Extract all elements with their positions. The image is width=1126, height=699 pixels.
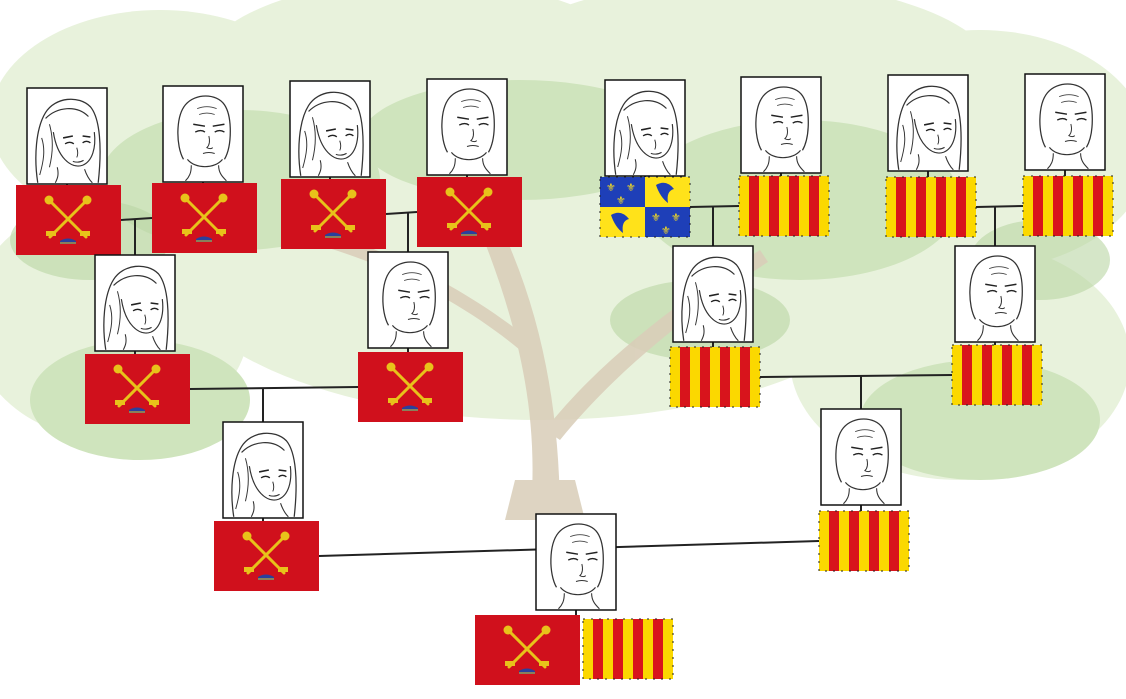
woman-face-icon xyxy=(224,423,302,517)
person-p9 xyxy=(85,254,190,424)
union-line-p7-p8 xyxy=(975,205,1024,208)
aragon-flag xyxy=(952,345,1042,405)
person-p14 xyxy=(818,408,910,572)
aragon-flag xyxy=(819,511,909,571)
person-p15 xyxy=(475,513,674,685)
person-p12 xyxy=(951,245,1043,406)
flag-border xyxy=(1022,175,1114,237)
flag-border xyxy=(818,510,910,572)
man-face-icon xyxy=(956,247,1034,341)
relationship-lines xyxy=(120,205,1024,557)
flag-border xyxy=(951,344,1043,406)
woman-face-icon xyxy=(28,89,106,183)
papal-keys-flag xyxy=(16,185,121,255)
person-p7 xyxy=(885,74,977,238)
flag-border xyxy=(885,176,977,238)
person-p8 xyxy=(1022,73,1114,237)
papal-keys-flag xyxy=(214,521,319,591)
union-line-p3-p4 xyxy=(385,211,418,215)
papal-keys-flag xyxy=(85,354,190,424)
union-line-p1-p2 xyxy=(120,217,153,221)
papal-keys-flag xyxy=(281,179,386,249)
woman-face-icon xyxy=(291,82,369,176)
person-p10 xyxy=(358,251,463,422)
flag-border xyxy=(582,618,674,680)
person-p3 xyxy=(281,80,386,249)
flag-border xyxy=(738,175,830,237)
person-p11 xyxy=(669,245,761,408)
person-nodes xyxy=(16,73,1114,685)
woman-face-icon xyxy=(674,247,752,341)
woman-face-icon xyxy=(606,81,684,175)
papal-keys-flag xyxy=(152,183,257,253)
dauphine-flag xyxy=(600,177,690,237)
person-p2 xyxy=(152,85,257,253)
man-face-icon xyxy=(537,515,615,609)
person-p6 xyxy=(738,76,830,237)
papal-keys-flag xyxy=(417,177,522,247)
man-face-icon xyxy=(164,87,242,181)
man-face-icon xyxy=(1026,75,1104,169)
man-face-icon xyxy=(369,253,447,347)
woman-face-icon xyxy=(889,76,967,170)
aragon-flag xyxy=(670,347,760,407)
person-p1 xyxy=(16,87,121,255)
aragon-flag xyxy=(1023,176,1113,236)
papal-keys-flag xyxy=(358,352,463,422)
aragon-flag xyxy=(886,177,976,237)
man-face-icon xyxy=(742,78,820,172)
person-p13 xyxy=(214,421,319,591)
flag-border xyxy=(669,346,761,408)
woman-face-icon xyxy=(96,256,174,350)
union-line-p11-p12 xyxy=(759,374,953,378)
flag-border xyxy=(599,176,691,238)
person-p5 xyxy=(599,79,691,238)
man-face-icon xyxy=(428,80,506,174)
person-p4 xyxy=(417,78,522,247)
union-line-p9-p10 xyxy=(189,386,359,390)
aragon-flag xyxy=(583,619,673,679)
papal-keys-flag xyxy=(475,615,580,685)
man-face-icon xyxy=(822,410,900,504)
aragon-flag xyxy=(739,176,829,236)
union-line-p5-p6 xyxy=(689,205,740,208)
